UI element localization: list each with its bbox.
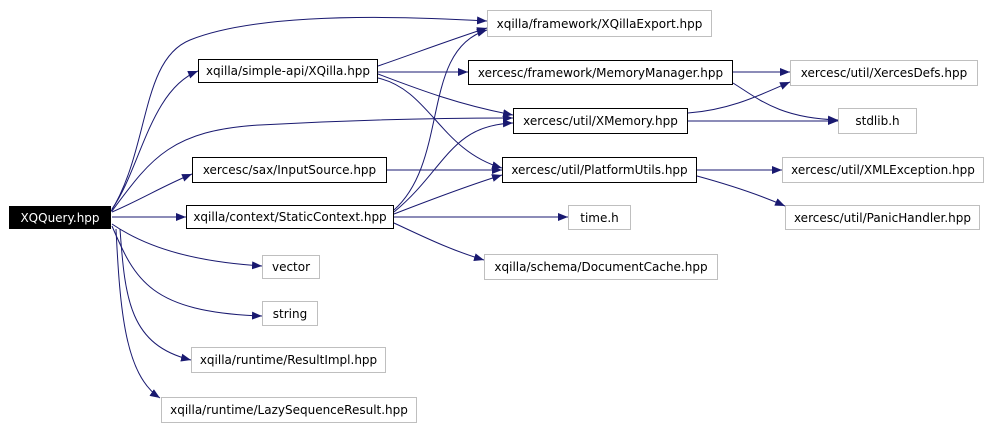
edge-xqilla-xmemory [377, 73, 514, 118]
node-xmemory-hpp[interactable]: xercesc/util/XMemory.hpp [513, 108, 688, 134]
node-staticcontext-hpp[interactable]: xqilla/context/StaticContext.hpp [186, 205, 394, 229]
edge-xqquery-inputsource [111, 173, 193, 213]
edge-xqilla-platformutils [377, 77, 503, 170]
edge-staticcontext-xmemory [393, 119, 514, 213]
node-panichandler-hpp: xercesc/util/PanicHandler.hpp [785, 205, 980, 230]
edge-xqquery-xqillaexport [109, 16, 488, 214]
edge-platformutils-panichandler [696, 175, 786, 207]
edge-xqquery-xmemory [111, 114, 514, 212]
node-xqquery-hpp[interactable]: XQQuery.hpp [9, 206, 111, 229]
edge-memorymanager-stdlib [732, 82, 839, 124]
node-platformutils-hpp[interactable]: xercesc/util/PlatformUtils.hpp [502, 157, 697, 183]
edge-staticcontext-platformutils [393, 174, 503, 215]
edge-xqquery-resultimpl [119, 228, 192, 362]
node-lazysequenceresult-hpp: xqilla/runtime/LazySequenceResult.hpp [161, 397, 417, 423]
node-documentcache-hpp: xqilla/schema/DocumentCache.hpp [484, 254, 718, 280]
edge-xmemory-xercesdefs [687, 81, 791, 114]
edge-staticcontext-doccache [393, 222, 485, 262]
edge-xqquery-xqilla [111, 70, 199, 210]
edge-xqquery-lazyseq [115, 228, 161, 399]
node-xqillaexport-hpp: xqilla/framework/XQillaExport.hpp [487, 10, 712, 37]
edge-xqquery-vector [111, 223, 263, 270]
node-time-h: time.h [568, 205, 631, 230]
node-xqilla-hpp[interactable]: xqilla/simple-api/XQilla.hpp [198, 59, 378, 83]
edge-xqilla-xqillaexport [377, 27, 488, 67]
node-memorymanager-hpp[interactable]: xercesc/framework/MemoryManager.hpp [468, 60, 733, 85]
node-vector: vector [262, 255, 320, 279]
edge-staticcontext-xqillaexport [393, 29, 488, 211]
node-xmlexception-hpp: xercesc/util/XMLException.hpp [782, 157, 984, 183]
node-inputsource-hpp[interactable]: xercesc/sax/InputSource.hpp [192, 157, 387, 183]
edge-xqquery-string [111, 225, 263, 320]
node-stdlib-h: stdlib.h [838, 108, 917, 134]
node-string: string [262, 301, 318, 326]
node-resultimpl-hpp: xqilla/runtime/ResultImpl.hpp [191, 347, 386, 373]
node-xercesdefs-hpp: xercesc/util/XercesDefs.hpp [790, 60, 978, 86]
